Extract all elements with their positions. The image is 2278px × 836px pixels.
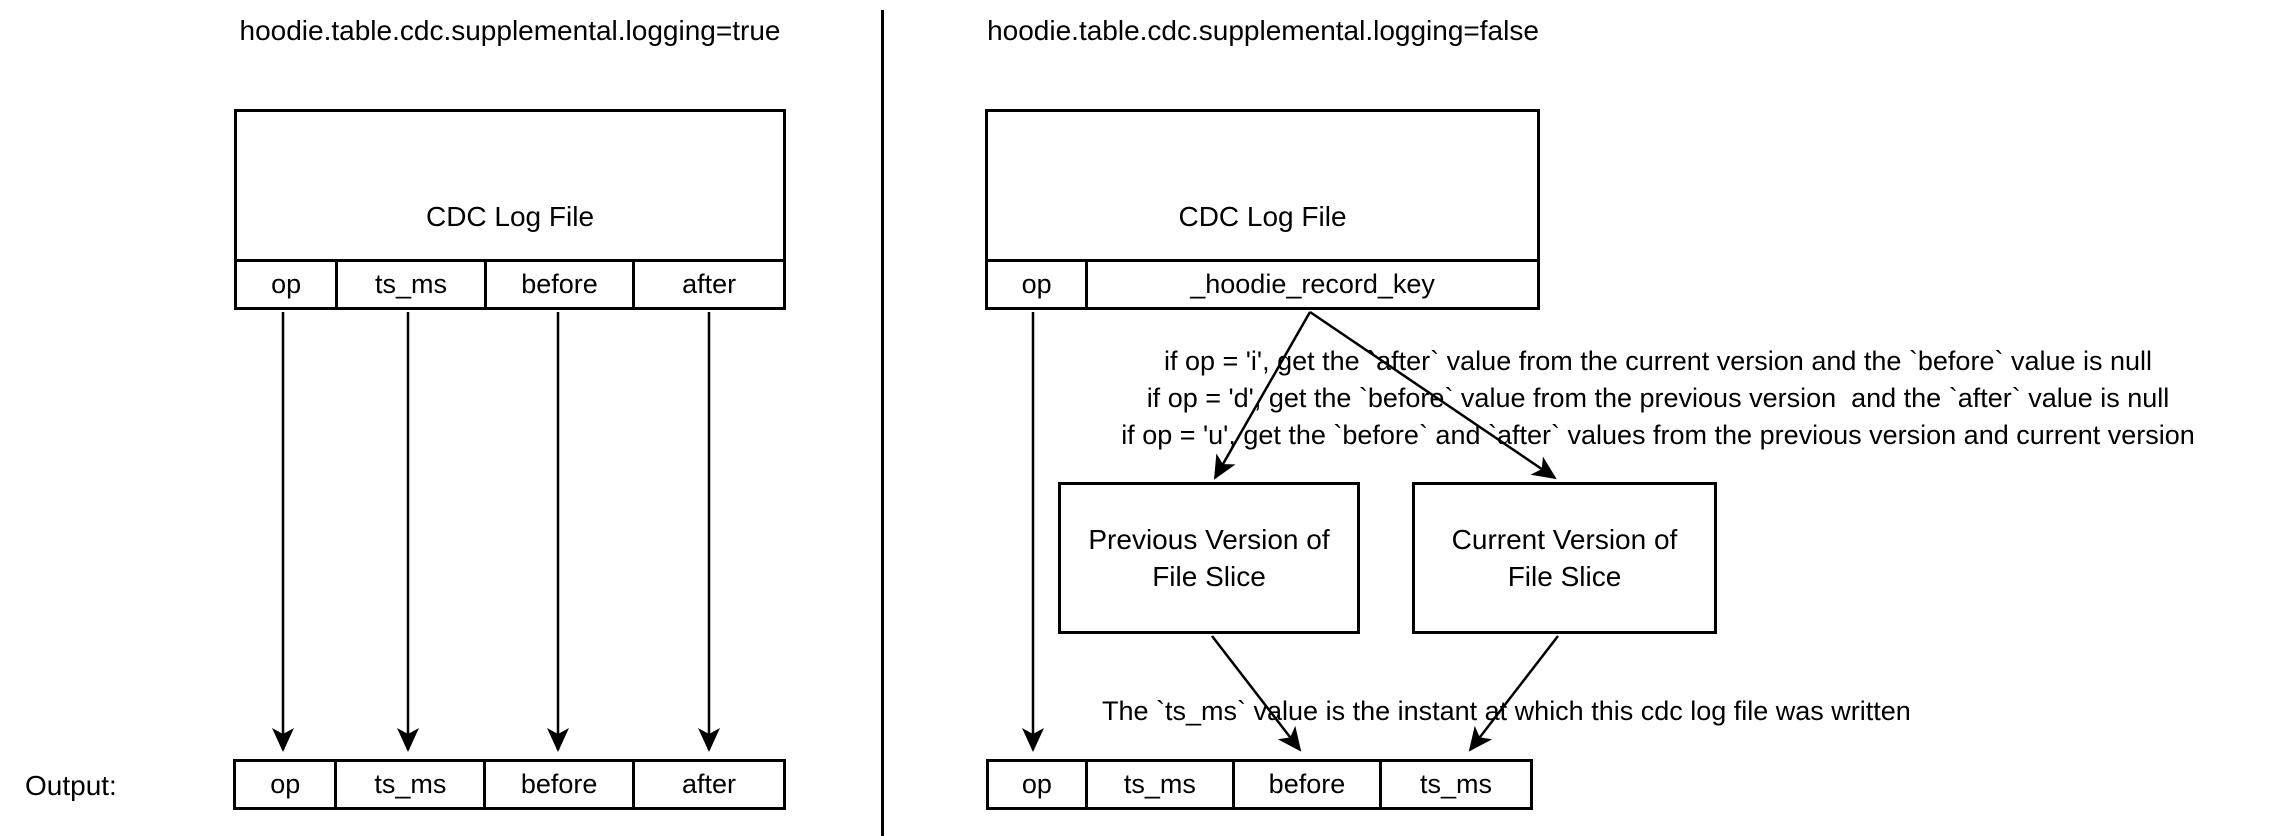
rule-line-update: if op = 'u', get the `before` and `after… bbox=[1121, 420, 2195, 450]
current-version-file-slice-box: Current Version of File Slice bbox=[1412, 482, 1717, 634]
output-label: Output: bbox=[25, 770, 117, 801]
left-panel-title: hoodie.table.cdc.supplemental.logging=tr… bbox=[239, 15, 781, 46]
left-output-cell-before: before bbox=[483, 762, 632, 807]
right-cdc-header-row: op _hoodie_record_key bbox=[988, 259, 1537, 307]
op-rules-text-block: if op = 'i', get the `after` value from … bbox=[1008, 343, 2278, 454]
left-output-row: op ts_ms before after bbox=[233, 759, 786, 810]
right-output-row: op ts_ms before ts_ms bbox=[986, 759, 1533, 810]
panel-divider-line bbox=[881, 10, 884, 836]
arrow-current-to-ts-ms bbox=[1468, 635, 1559, 752]
right-output-cell-op: op bbox=[1021, 769, 1052, 799]
right-output-cell-ts-ms: ts_ms bbox=[1084, 762, 1232, 807]
ts-ms-note-text: The `ts_ms` value is the instant at whic… bbox=[1102, 696, 1911, 726]
current-box-label-line2: File Slice bbox=[1507, 561, 1622, 592]
left-header-cell-op: op bbox=[271, 269, 302, 299]
left-cdc-log-file-box: CDC Log File op ts_ms before after bbox=[234, 109, 786, 310]
current-box-label-line1: Current Version of bbox=[1451, 524, 1678, 555]
right-cdc-log-file-box: CDC Log File op _hoodie_record_key bbox=[985, 109, 1540, 310]
left-output-cell-after: after bbox=[632, 762, 783, 807]
previous-box-label-line2: File Slice bbox=[1152, 561, 1266, 592]
rule-line-insert: if op = 'i', get the `after` value from … bbox=[1163, 346, 2153, 376]
left-output-cell-ts-ms: ts_ms bbox=[334, 762, 483, 807]
left-cdc-box-label: CDC Log File bbox=[425, 201, 595, 232]
right-header-cell-hoodie-record-key: _hoodie_record_key bbox=[1085, 262, 1537, 307]
current-box-label: Current Version of File Slice bbox=[1452, 521, 1678, 595]
arrow-previous-to-before bbox=[1211, 635, 1302, 752]
rule-line-delete: if op = 'd', get the `before` value from… bbox=[1146, 383, 2170, 413]
left-header-cell-after: after bbox=[632, 262, 783, 307]
right-output-cell-before: before bbox=[1231, 762, 1379, 807]
right-cdc-box-label: CDC Log File bbox=[1178, 201, 1347, 232]
left-cdc-header-row: op ts_ms before after bbox=[237, 259, 783, 307]
left-header-cell-before: before bbox=[483, 262, 633, 307]
right-header-cell-op: op bbox=[1021, 269, 1052, 299]
previous-box-label: Previous Version of File Slice bbox=[1088, 521, 1329, 595]
left-output-cell-op: op bbox=[270, 769, 301, 799]
right-panel-title: hoodie.table.cdc.supplemental.logging=fa… bbox=[987, 15, 1539, 46]
left-header-cell-ts-ms: ts_ms bbox=[335, 262, 484, 307]
previous-box-label-line1: Previous Version of bbox=[1088, 524, 1330, 555]
previous-version-file-slice-box: Previous Version of File Slice bbox=[1058, 482, 1360, 634]
right-output-cell-ts-ms-2: ts_ms bbox=[1379, 762, 1530, 807]
